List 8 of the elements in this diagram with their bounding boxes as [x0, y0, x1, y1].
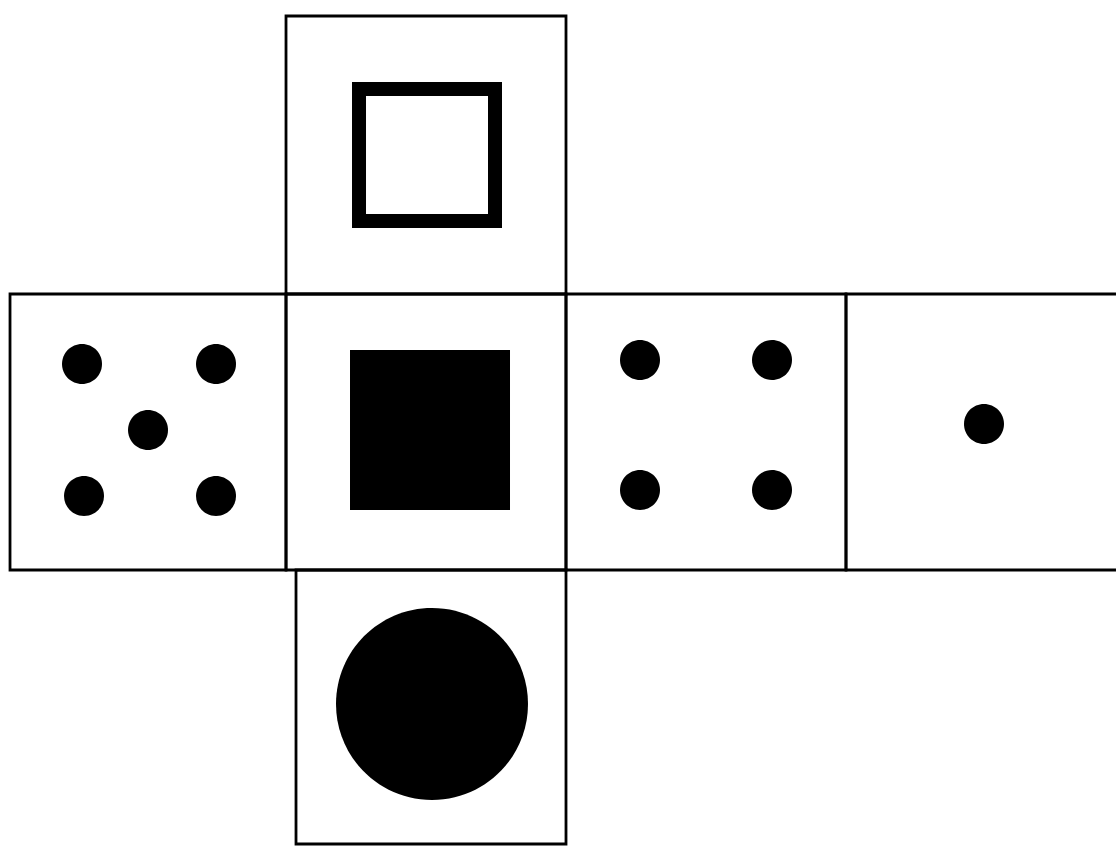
filled-square — [350, 350, 510, 510]
face-square — [294, 568, 568, 846]
square-outline — [352, 82, 502, 228]
face-square — [8, 292, 288, 572]
face-square — [284, 292, 568, 572]
filled-circle — [336, 608, 528, 800]
face-square — [564, 292, 848, 572]
face-square — [284, 14, 568, 296]
